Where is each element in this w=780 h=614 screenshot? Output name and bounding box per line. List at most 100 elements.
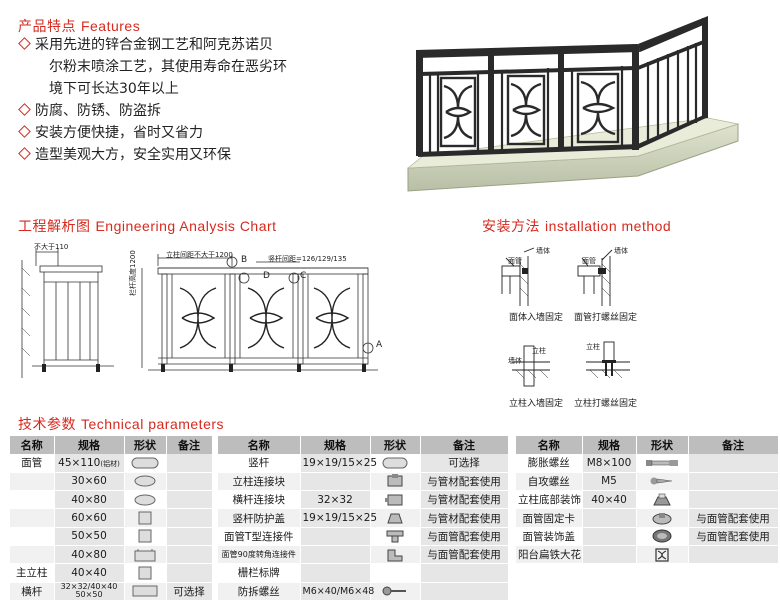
table-row: 40×80: [10, 490, 213, 510]
cell-spec: [582, 527, 637, 546]
feature-text: 尔粉末喷涂工艺，其使用寿命在恶劣环: [49, 59, 287, 75]
table-header-row: 名称 规格 形状 备注: [10, 436, 213, 454]
caption-rail-screw: 面管打螺丝固定: [574, 313, 638, 323]
cell-spec: M5: [582, 472, 637, 492]
header-name: 名称: [218, 436, 301, 454]
features-title-en: Features: [80, 18, 141, 34]
cell-spec: 32×32: [300, 490, 371, 510]
table-row: 自攻螺丝 M5: [516, 472, 779, 492]
dim-bar-spacing: 竖杆间距=126/129/135: [268, 255, 347, 263]
dim-post-spacing: 立柱间距不大于1200: [166, 251, 233, 259]
cell-note: [166, 545, 213, 565]
cell-name: 栅栏标牌: [218, 563, 301, 583]
cell-name: 立柱连接块: [218, 472, 301, 492]
cell-name: 横杆: [10, 582, 55, 601]
pill-icon: [370, 454, 421, 473]
cell-spec: 45×110(铝材): [54, 454, 125, 473]
clip-icon: [636, 508, 689, 528]
table-header-row: 名称 规格 形状 备注: [516, 436, 779, 454]
diamond-bullet-icon: [18, 125, 31, 138]
table-row: 面管90度转角连接件 与面管配套使用: [218, 545, 509, 565]
cell-note: 与管材配套使用: [420, 472, 509, 492]
header-shape: 形状: [124, 436, 167, 454]
spec-text: 32×32/40×40: [60, 582, 118, 592]
cell-spec: 60×60: [54, 508, 125, 528]
cell-name: 防拆螺丝: [218, 582, 301, 601]
label-rail: 面管: [582, 257, 596, 265]
header-shape: 形状: [636, 436, 689, 454]
install-title: 安装方法 installation method: [482, 216, 671, 236]
cell-note: 可选择: [420, 454, 509, 473]
cell-name: [10, 472, 55, 492]
install-title-zh: 安装方法: [482, 219, 540, 235]
bolt-icon: [636, 454, 689, 473]
cell-name: [10, 527, 55, 546]
cell-note: 与管材配套使用: [420, 508, 509, 528]
self-tapping-screw-icon: [636, 472, 689, 492]
cell-note: [420, 563, 509, 583]
label-wall: 墙体: [614, 247, 628, 255]
diamond-bullet-icon: [18, 147, 31, 160]
cap-icon: [370, 508, 421, 528]
table-row: 60×60: [10, 508, 213, 528]
railing-product-render: [406, 16, 740, 192]
install-diagram-bottom: [512, 341, 630, 387]
flower-icon: [636, 545, 689, 565]
cell-name: 主立柱: [10, 563, 55, 583]
flat-tube-icon: [124, 545, 167, 565]
features-title-zh: 产品特点: [18, 19, 76, 35]
square-tube-icon: [124, 563, 167, 583]
diamond-bullet-icon: [18, 103, 31, 116]
cell-note: [166, 472, 213, 492]
engineering-drawing: [21, 248, 378, 378]
feature-item: 造型美观大方，安全实用又环保: [18, 144, 338, 166]
cell-spec: 40×40: [582, 490, 637, 510]
table-row: 横杆连接块 32×32 与管材配套使用: [218, 490, 509, 510]
cell-name: 自攻螺丝: [516, 472, 583, 492]
table-row: 膨胀螺丝 M8×100: [516, 454, 779, 473]
label-wall: 墙体: [536, 247, 550, 255]
cell-name: 膨胀螺丝: [516, 454, 583, 473]
spec-text-2: 50×50: [75, 590, 103, 600]
engineering-title-en: Engineering Analysis Chart: [95, 218, 277, 234]
cell-note: [166, 454, 213, 473]
params-table-2: 名称 规格 形状 备注 竖杆 19×19/15×25 可选择 立柱连接块 与管材…: [218, 436, 509, 601]
params-title-en: Technical parameters: [80, 416, 225, 432]
header-name: 名称: [10, 436, 55, 454]
cell-name: 面管90度转角连接件: [218, 545, 301, 565]
header-shape: 形状: [370, 436, 421, 454]
pill-icon: [124, 454, 167, 473]
install-diagram-top: [501, 247, 613, 306]
label-rail: 面管: [508, 257, 522, 265]
params-table-1: 名称 规格 形状 备注 面管 45×110(铝材) 30×60 40×80 60…: [10, 436, 213, 601]
header-note: 备注: [688, 436, 779, 454]
cell-name: 横杆连接块: [218, 490, 301, 510]
feature-item: 防腐、防锈、防盗拆: [18, 100, 338, 122]
cell-name: 阳台扁铁大花: [516, 545, 583, 565]
cell-spec: M8×100: [582, 454, 637, 473]
cell-spec: [582, 508, 637, 528]
feature-item: 采用先进的锌合金钢工艺和阿克苏诺贝: [18, 34, 338, 56]
engineering-title-zh: 工程解析图: [18, 219, 91, 235]
table-row: 立柱底部装饰 40×40: [516, 490, 779, 510]
features-list: 采用先进的锌合金钢工艺和阿克苏诺贝 尔粉末喷涂工艺，其使用寿命在恶劣环 境下可长…: [18, 34, 338, 166]
feature-text: 采用先进的锌合金钢工艺和阿克苏诺贝: [35, 37, 273, 53]
header-note: 备注: [166, 436, 213, 454]
table-row: 面管 45×110(铝材): [10, 454, 213, 473]
cell-spec: 30×60: [54, 472, 125, 492]
caption-post-embed: 立柱入墙固定: [509, 399, 564, 409]
table-row: 立柱连接块 与管材配套使用: [218, 472, 509, 492]
cell-spec: 19×19/15×25: [300, 508, 377, 528]
cell-note: [166, 490, 213, 510]
marker-a: A: [376, 340, 383, 350]
label-post: 立柱: [586, 343, 600, 351]
feature-text: 安装方便快捷，省时又省力: [35, 125, 203, 141]
cell-spec: [582, 545, 637, 565]
cell-note: [688, 454, 779, 473]
cell-note: [688, 490, 779, 510]
marker-d: D: [263, 271, 270, 281]
end-cap-icon: [636, 527, 689, 546]
oval-icon: [124, 490, 167, 510]
features-title: 产品特点 Features: [18, 16, 140, 36]
